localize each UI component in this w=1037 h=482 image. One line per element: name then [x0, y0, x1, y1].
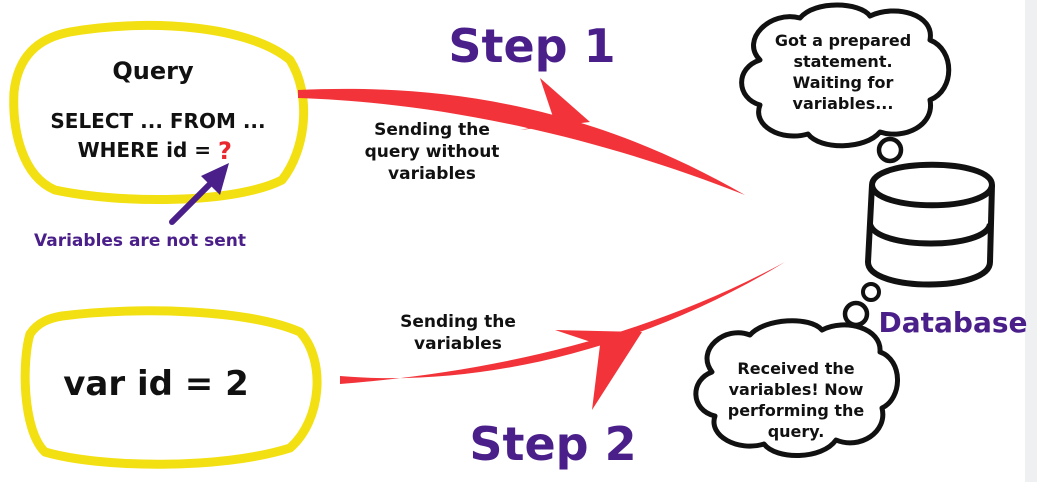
step1-caption-line3: variables: [388, 164, 476, 184]
thought-bottom-line3: performing the: [728, 401, 865, 420]
thought-cloud-bottom: Received the variables! Now performing t…: [693, 282, 900, 458]
step1-label: Step 1: [448, 19, 615, 73]
thought-top-bubble-1: [876, 136, 904, 164]
database-cylinder-icon: [865, 161, 995, 288]
page-edge-strip: [1025, 0, 1037, 482]
step1-arrow: [298, 78, 745, 195]
thought-bottom-line1: Received the: [737, 359, 854, 378]
note-arrow: [169, 163, 229, 225]
step1-caption-line2: query without: [365, 142, 500, 162]
thought-top-line1: Got a prepared: [775, 31, 911, 50]
query-line-select: SELECT ... FROM ...: [50, 109, 265, 133]
thought-bottom-line4: query.: [768, 422, 825, 441]
step2-label: Step 2: [469, 417, 636, 471]
query-line-where: WHERE id =: [78, 138, 211, 162]
note-variables-not-sent: Variables are not sent: [34, 231, 246, 251]
query-box: Query SELECT ... FROM ... WHERE id = ?: [9, 20, 309, 204]
database-label: Database: [878, 306, 1027, 339]
thought-bottom-bubble-2: [842, 300, 870, 328]
variables-box-outline: [20, 306, 322, 469]
thought-top-line3: Waiting for: [793, 73, 894, 92]
thought-cloud-top: Got a prepared statement. Waiting for va…: [739, 2, 952, 183]
query-placeholder-mark: ?: [218, 137, 232, 165]
variables-box-text: var id = 2: [63, 364, 249, 404]
step1-caption-line1: Sending the: [374, 120, 490, 140]
step2-caption-line2: variables: [414, 334, 502, 354]
thought-top-line2: statement.: [793, 52, 892, 71]
step2-arrow: [340, 262, 785, 410]
variables-box: var id = 2: [20, 306, 322, 469]
query-title: Query: [112, 57, 194, 85]
thought-bottom-bubble-1: [861, 282, 881, 302]
query-box-outline: [9, 20, 309, 204]
thought-top-line4: variables...: [793, 94, 894, 113]
step2-caption-line1: Sending the: [400, 312, 516, 332]
thought-bottom-line2: variables! Now: [729, 380, 864, 399]
